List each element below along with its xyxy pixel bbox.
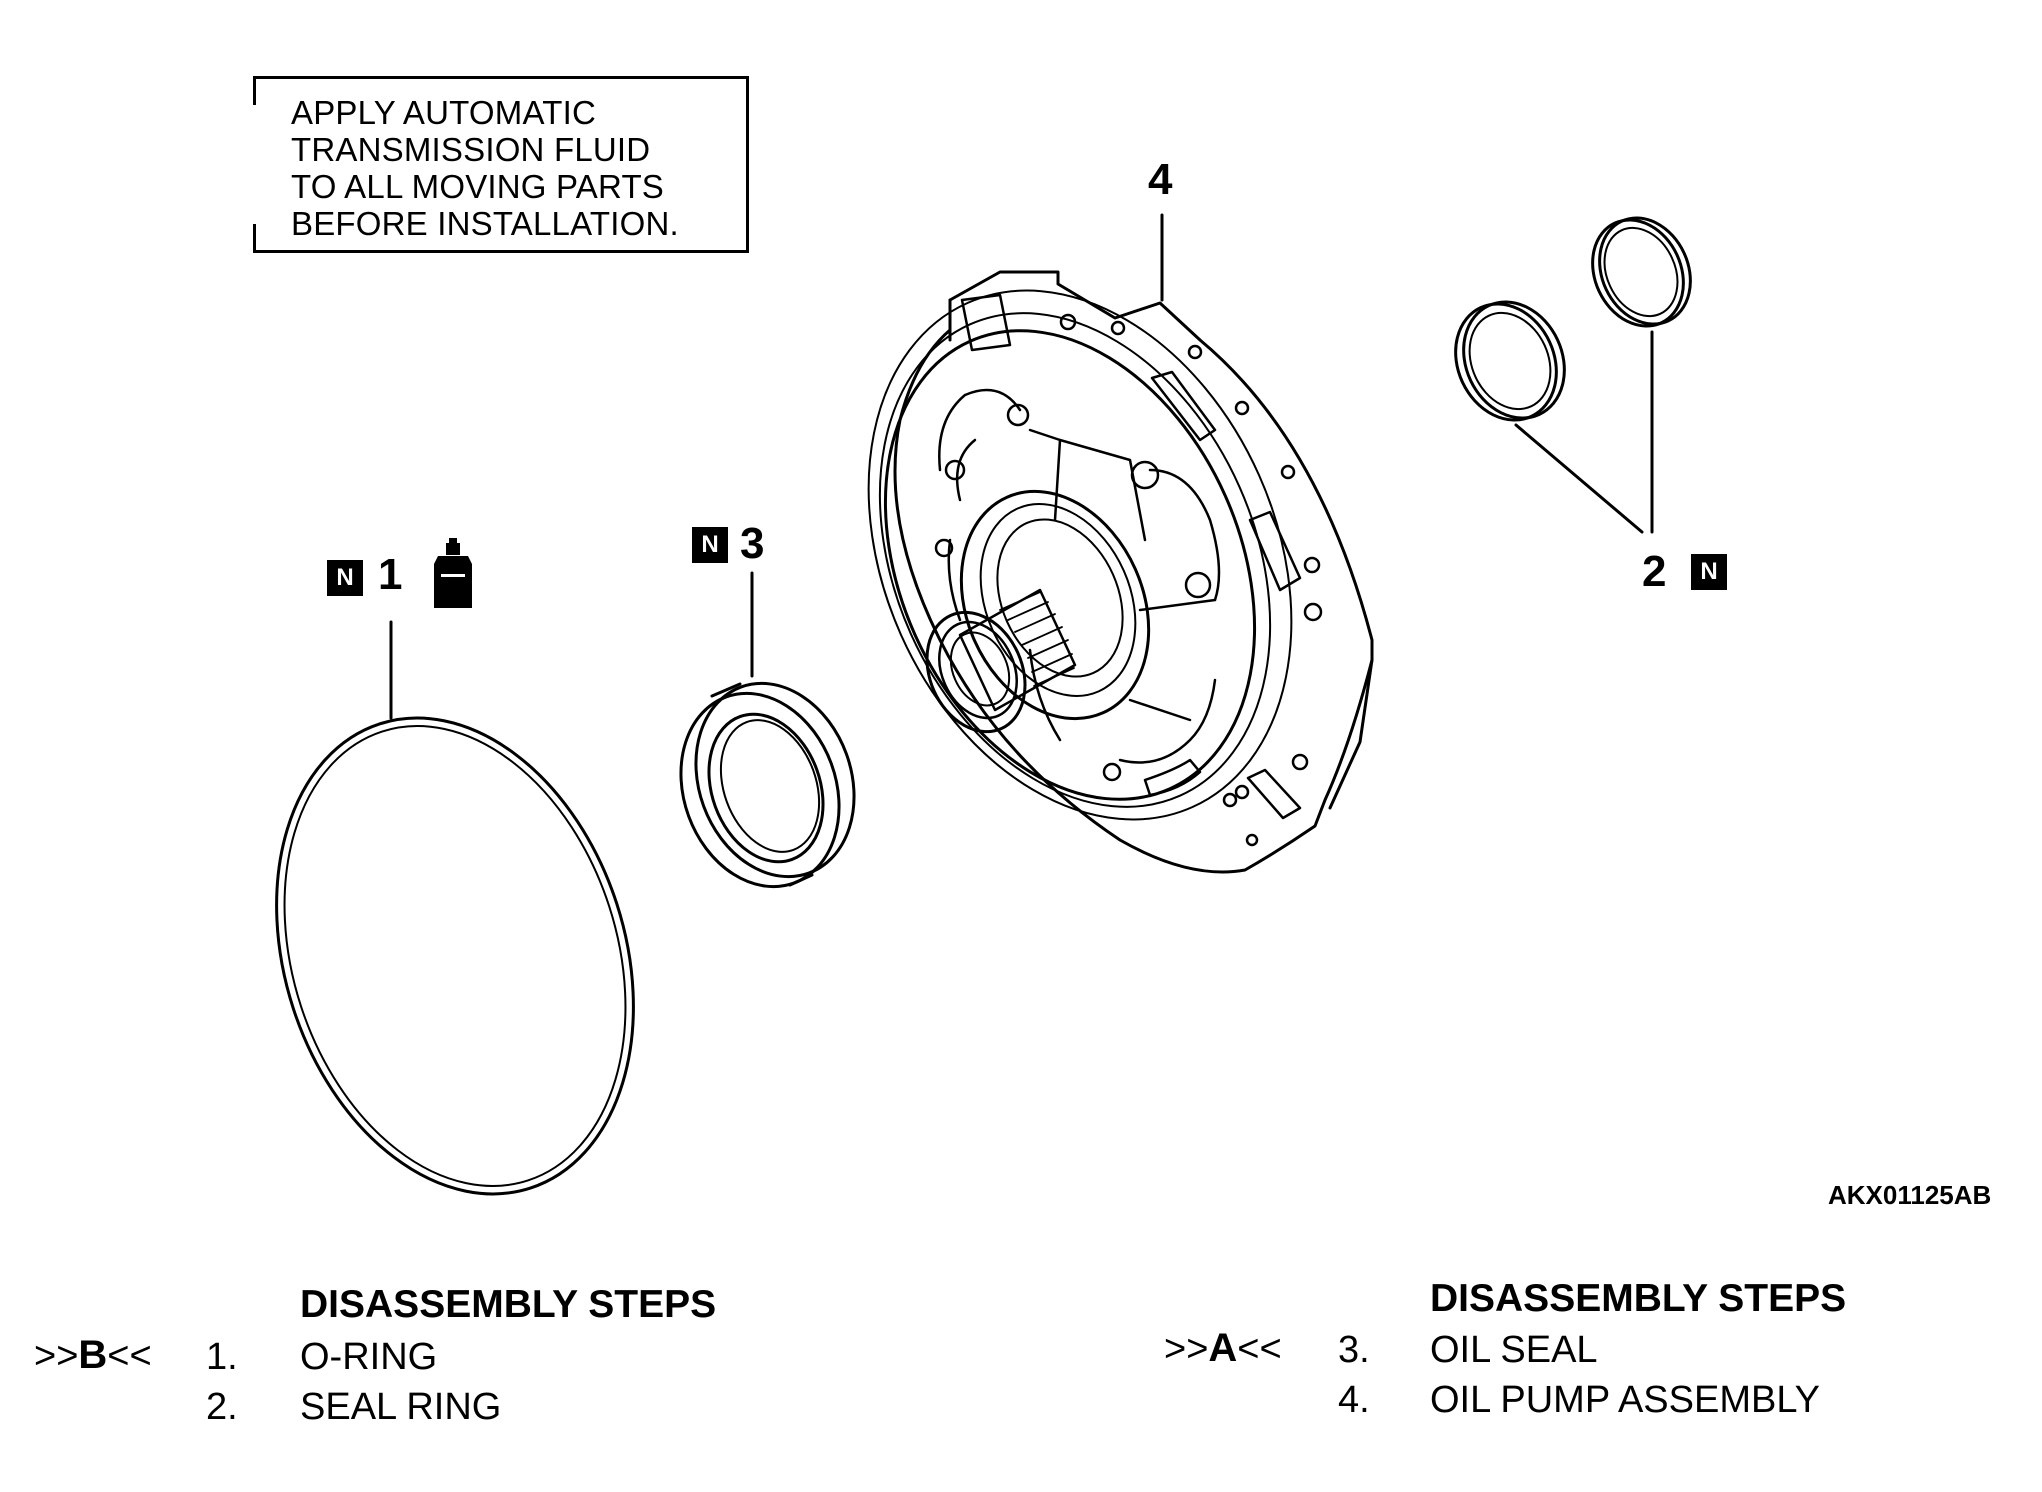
- note-line: TRANSMISSION FLUID: [291, 131, 651, 168]
- oil-seal-part: [679, 681, 856, 889]
- step-label: OIL PUMP ASSEMBLY: [1430, 1379, 1821, 1421]
- callout-1: 1: [378, 550, 403, 599]
- new-part-badge-icon: N: [1691, 554, 1727, 590]
- note-line: APPLY AUTOMATIC: [291, 94, 596, 131]
- step-marker: >>A<<: [1164, 1326, 1282, 1370]
- steps-header: DISASSEMBLY STEPS: [1430, 1277, 1847, 1320]
- note-line: BEFORE INSTALLATION.: [291, 205, 679, 242]
- callout-4: 4: [1148, 155, 1173, 204]
- step-label: SEAL RING: [300, 1386, 502, 1428]
- atf-bottle-icon: [434, 538, 472, 608]
- instruction-note-box: APPLY AUTOMATIC TRANSMISSION FLUID TO AL…: [253, 76, 749, 253]
- step-number: 4.: [1338, 1379, 1370, 1421]
- oil-pump-assembly-part: [867, 270, 1374, 874]
- step-label: OIL SEAL: [1430, 1329, 1598, 1371]
- callout-2: 2: [1642, 547, 1667, 596]
- step-marker: >>B<<: [34, 1333, 152, 1377]
- seal-ring-parts: [1454, 216, 1692, 422]
- step-number: 3.: [1338, 1329, 1370, 1371]
- figure-code: AKX01125AB: [1828, 1180, 1992, 1210]
- new-part-badge-icon: N: [692, 527, 728, 563]
- callout-3: 3: [740, 519, 765, 568]
- step-number: 1.: [206, 1336, 238, 1378]
- o-ring-part: [275, 716, 635, 1196]
- new-part-badge-icon: N: [327, 560, 363, 596]
- note-line: TO ALL MOVING PARTS: [291, 168, 665, 205]
- step-label: O-RING: [300, 1336, 438, 1378]
- step-number: 2.: [206, 1386, 238, 1428]
- leader-lines-2: [1514, 330, 1654, 534]
- steps-header: DISASSEMBLY STEPS: [300, 1283, 717, 1326]
